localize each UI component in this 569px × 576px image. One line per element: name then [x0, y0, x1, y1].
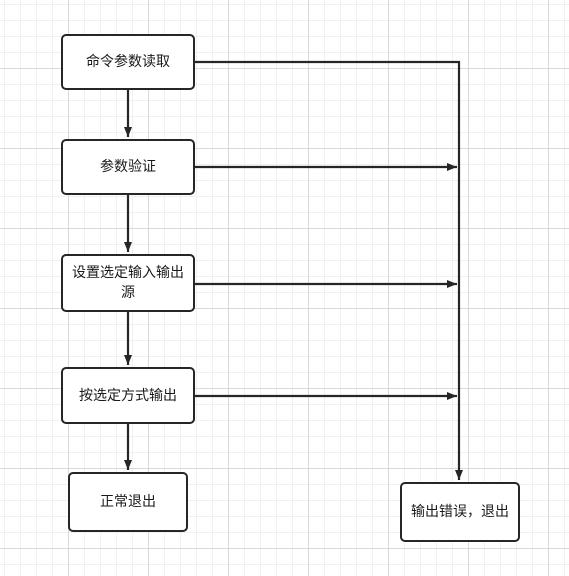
node-output-by-mode: 按选定方式输出 — [61, 367, 195, 424]
node-set-source-label: 设置选定输入输出源 — [72, 265, 184, 301]
node-validate-args: 参数验证 — [61, 139, 195, 195]
node-validate-args-label: 参数验证 — [100, 159, 156, 175]
edge-read-to-error-exit — [195, 60, 463, 480]
node-read-args-label: 命令参数读取 — [86, 54, 170, 70]
node-normal-exit: 正常退出 — [68, 472, 188, 532]
node-error-exit-label: 输出错误，退出 — [411, 504, 509, 520]
node-error-exit: 输出错误，退出 — [400, 482, 520, 542]
node-read-args: 命令参数读取 — [61, 34, 195, 90]
node-output-by-mode-label: 按选定方式输出 — [79, 387, 177, 404]
node-set-source: 设置选定输入输出源 — [61, 254, 195, 312]
node-normal-exit-label: 正常退出 — [100, 494, 156, 510]
